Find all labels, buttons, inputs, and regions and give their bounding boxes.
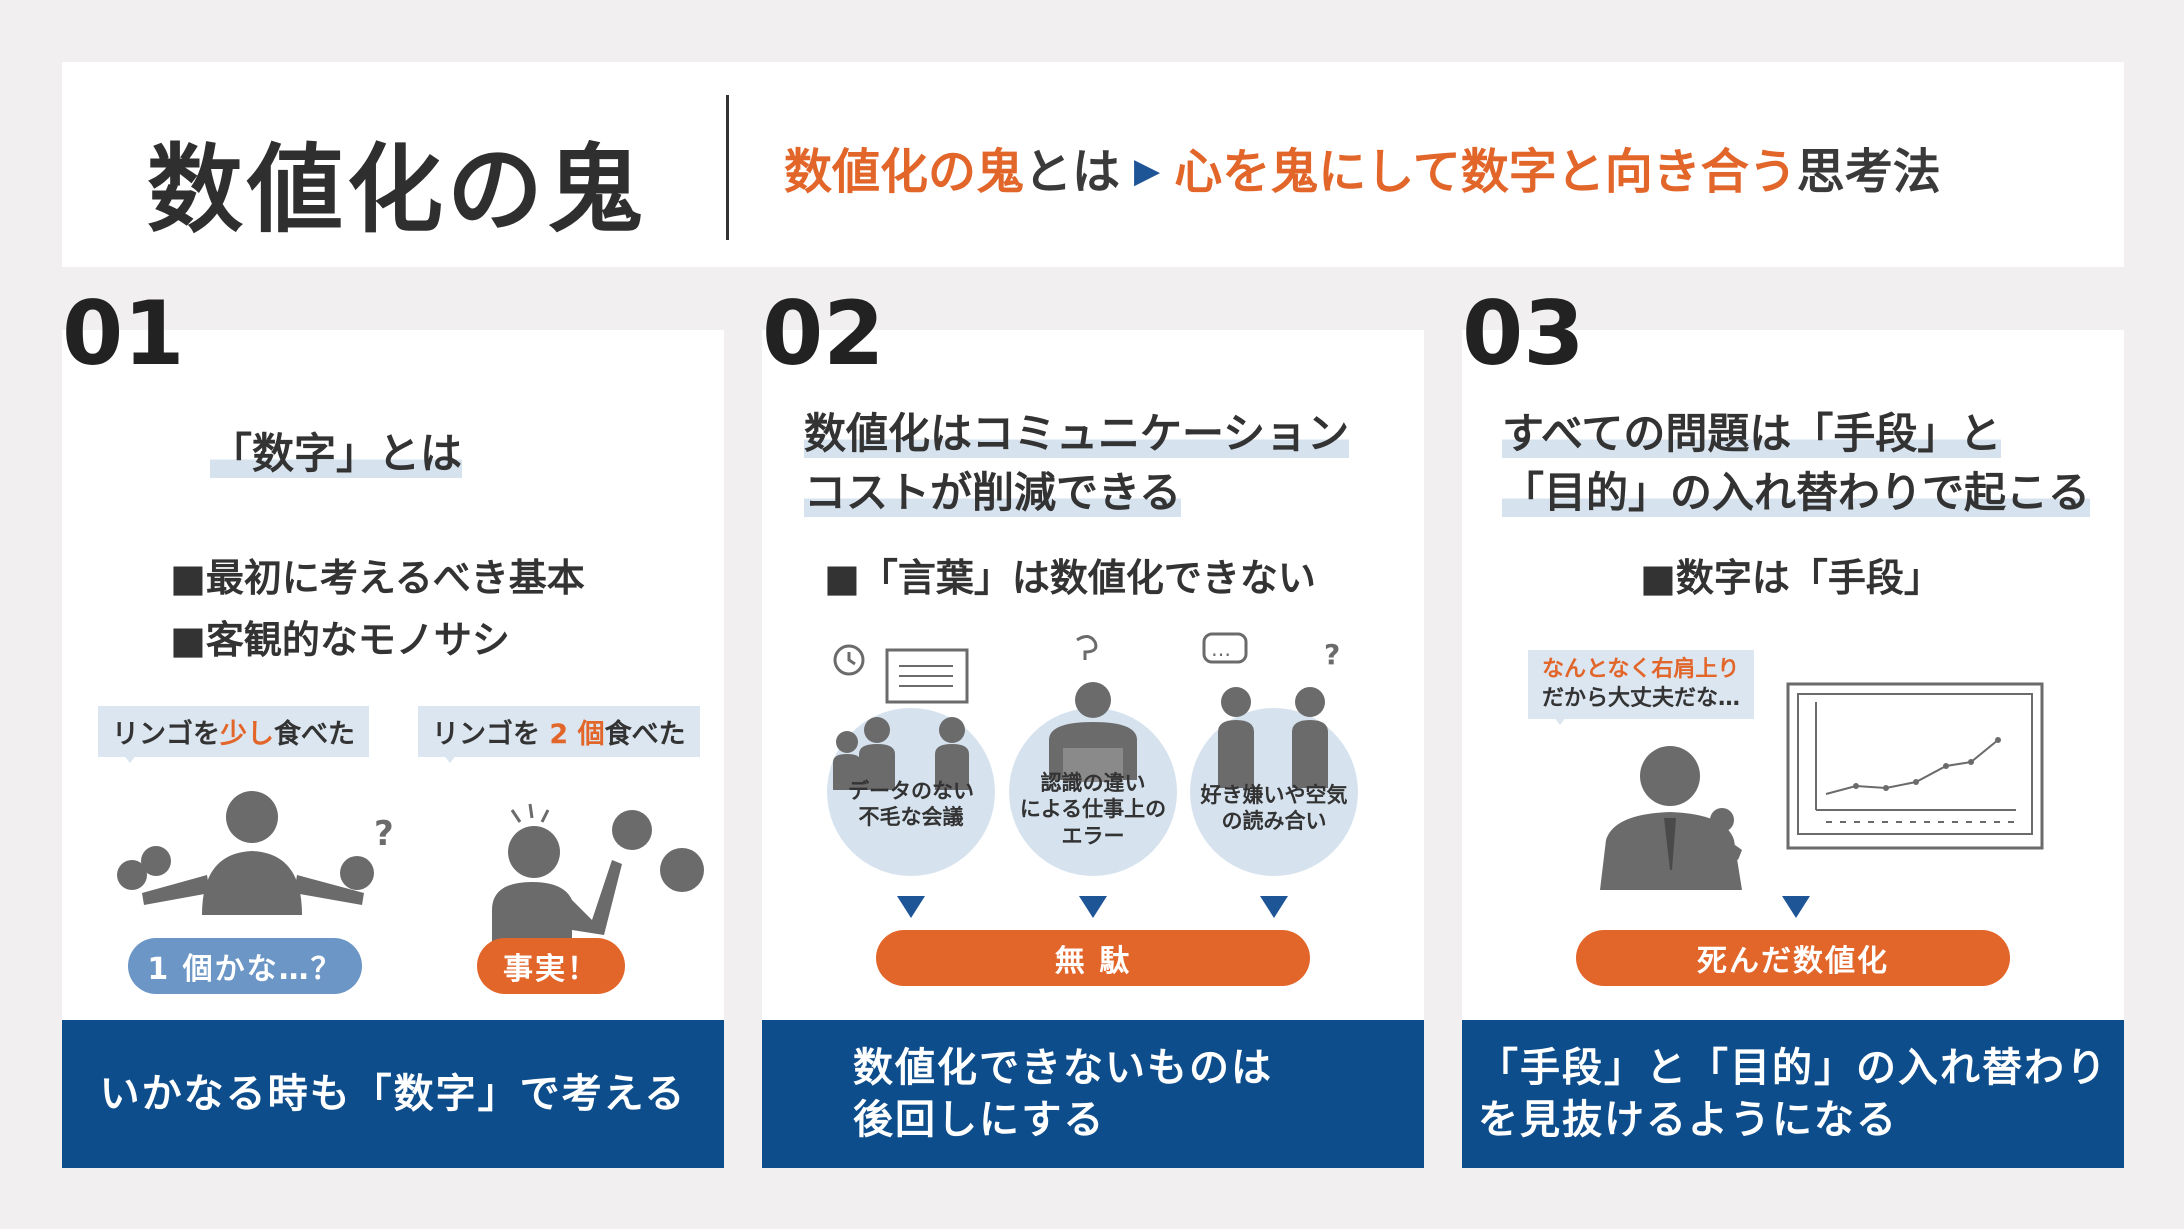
- down-arrow-icon: [897, 896, 925, 918]
- thinking-businessman-icon: [1600, 746, 1742, 890]
- panel-03: すべての問題は「手段」と 「目的」の入れ替わりで起こる ■数字は「手段」 なんと…: [1462, 330, 2124, 1168]
- line-chart-board-icon: [1786, 682, 2044, 850]
- pointing-person-icon: [492, 803, 704, 955]
- panel-02: 数値化はコミュニケーション コストが削減できる ■「言葉」は数値化できない デー…: [762, 330, 1424, 1168]
- panel-02-number: 02: [762, 282, 885, 385]
- panel-01-number: 01: [62, 282, 185, 385]
- triangle-arrow-icon: ▶: [1134, 151, 1161, 191]
- panel-01-footer: いかなる時も「数字」で考える: [62, 1020, 724, 1168]
- down-arrow-icon: [1079, 896, 1107, 918]
- fact-pill: 事実！: [477, 938, 625, 994]
- circle-meeting-label: データのない不毛な会議: [848, 779, 974, 830]
- reading-air-icon: … ?: [1202, 632, 1340, 788]
- question-mark-2: ?: [1324, 638, 1340, 671]
- panel-03-footer: 「手段」と「目的」の入れ替わり を見抜けるようになる: [1462, 1020, 2124, 1168]
- panel-01-bullet-1: ■最初に考えるべき基本: [170, 556, 585, 600]
- meeting-icon: [833, 644, 969, 790]
- header-banner: 数値化の鬼 数値化の鬼とは▶心を鬼にして数字と向き合う思考法: [62, 62, 2124, 267]
- speech-bubble-fact: リンゴを 2 個食べた: [418, 706, 700, 763]
- panel-02-bullet: ■「言葉」は数値化できない: [824, 556, 1316, 600]
- down-arrow-icon: [1782, 896, 1810, 918]
- question-mark: ?: [374, 814, 394, 854]
- speech-bubble-complacent: なんとなく右肩上り だから大丈夫だな…: [1528, 650, 1755, 726]
- circle-error-label: 認識の違いによる仕事上のエラー: [1019, 771, 1167, 848]
- dead-quantification-pill: 死んだ数値化: [1576, 930, 2010, 986]
- shrugging-person-icon: ?: [117, 791, 394, 915]
- header-divider: [726, 95, 729, 240]
- circle-air-label: 好き嫌いや空気の読み合い: [1200, 783, 1348, 834]
- tagline-suffix: 思考法: [1796, 144, 1941, 200]
- tagline-definition: 心を鬼にして数字と向き合う: [1174, 144, 1797, 200]
- tagline-subject: 数値化の鬼: [784, 144, 1025, 200]
- waste-pill: 無 駄: [876, 930, 1310, 986]
- page-title: 数値化の鬼: [147, 134, 647, 246]
- panel-03-bullet: ■数字は「手段」: [1640, 556, 1942, 600]
- header-tagline: 数値化の鬼とは ▶ 心を鬼にして数字と向き合う思考法: [784, 132, 1941, 202]
- panel-01-bullet-2: ■客観的なモノサシ: [170, 618, 510, 662]
- panel-01: 「数字」とは ■最初に考えるべき基本 ■客観的なモノサシ リンゴを少し食べた リ…: [62, 330, 724, 1168]
- ellipsis-icon: …: [1211, 637, 1231, 661]
- tagline-topic-marker: とは: [1024, 144, 1121, 200]
- panel-02-footer: 数値化できないものは 後回しにする: [762, 1020, 1424, 1168]
- panel-03-number: 03: [1462, 282, 1585, 385]
- confused-worker-icon: [1049, 635, 1137, 782]
- panel-01-heading: 「数字」とは: [210, 429, 463, 478]
- down-arrow-icon: [1260, 896, 1288, 918]
- panel-02-heading: 数値化はコミュニケーション コストが削減できる: [804, 409, 1350, 517]
- speech-bubble-vague: リンゴを少し食べた: [98, 706, 369, 763]
- panel-03-heading: すべての問題は「手段」と 「目的」の入れ替わりで起こる: [1502, 409, 2091, 517]
- guess-pill: 1 個かな…？: [128, 938, 362, 994]
